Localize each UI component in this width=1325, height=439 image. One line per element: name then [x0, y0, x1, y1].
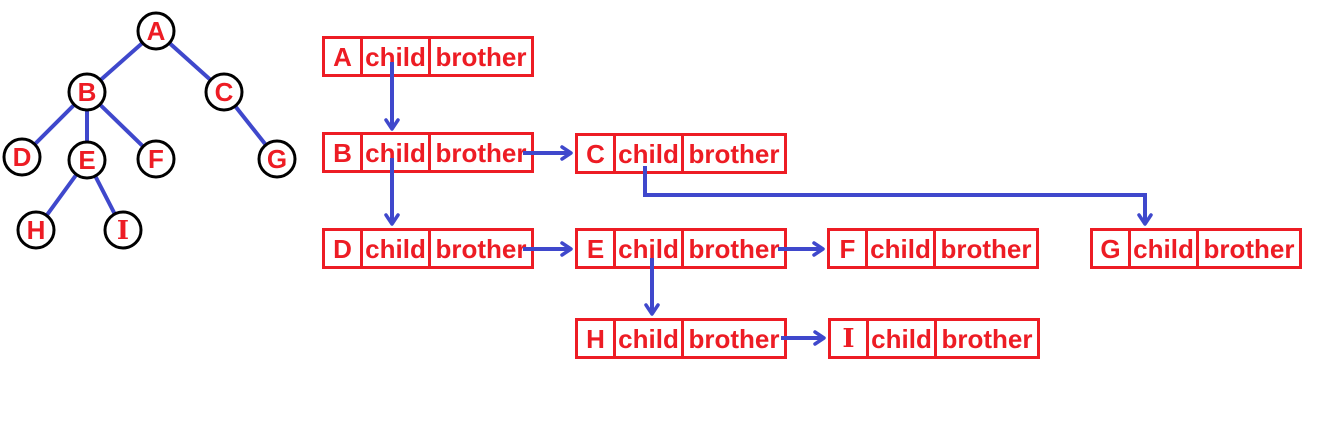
tree-node-circle: [16, 210, 56, 250]
child-pointer-cell: child: [616, 136, 684, 171]
brother-pointer-cell: brother: [435, 41, 527, 72]
tree-node-D: D: [2, 137, 42, 177]
tree-node-circle: [204, 72, 244, 112]
tree-node-circle: [103, 210, 143, 250]
tree-node-C: C: [204, 72, 244, 112]
data-cell: B: [325, 135, 363, 170]
child-pointer-cell: child: [1131, 231, 1199, 266]
tree-node-label: H: [27, 215, 46, 245]
data-cell: C: [578, 136, 616, 171]
child-pointer-cell: child: [616, 231, 684, 266]
child-pointer-cell: child: [363, 39, 431, 74]
pointer-arrow-C-child-to-G: [643, 166, 1153, 226]
brother-pointer-cell: brother: [688, 233, 780, 264]
child-pointer-cell: child: [616, 321, 684, 356]
tree-node-F: F: [136, 139, 176, 179]
child-pointer-cell: child: [363, 231, 431, 266]
tree-node-label: D: [13, 142, 32, 172]
tree-node-G: G: [257, 139, 297, 179]
tree-node-circle: [136, 139, 176, 179]
child-pointer-cell: child: [363, 135, 431, 170]
data-cell: A: [325, 39, 363, 74]
child-pointer-cell: child: [868, 231, 936, 266]
tree-node-circle: [257, 139, 297, 179]
brother-pointer-cell: brother: [940, 233, 1032, 264]
brother-pointer-cell: brother: [435, 137, 527, 168]
tree-node-I: I: [103, 210, 143, 250]
tree-node-circle: [67, 72, 107, 112]
tree-node-A: A: [136, 11, 176, 51]
data-cell: I: [831, 321, 869, 356]
data-cell: D: [325, 231, 363, 266]
data-cell: G: [1093, 231, 1131, 266]
tree-node-circle: [2, 137, 42, 177]
brother-pointer-cell: brother: [688, 323, 780, 354]
child-pointer-cell: child: [869, 321, 937, 356]
tree-node-circle: [67, 140, 107, 180]
data-cell: F: [830, 231, 868, 266]
tree-node-circle: [136, 11, 176, 51]
brother-pointer-cell: brother: [688, 138, 780, 169]
tree-node-label: F: [148, 144, 164, 174]
tree-node-B: B: [67, 72, 107, 112]
brother-pointer-cell: brother: [435, 233, 527, 264]
tree-node-label: E: [78, 145, 95, 175]
tree-node-E: E: [67, 140, 107, 180]
tree-node-label: B: [78, 77, 97, 107]
brother-pointer-cell: brother: [1203, 233, 1295, 264]
brother-pointer-cell: brother: [941, 323, 1033, 354]
tree-node-label: G: [267, 144, 287, 174]
tree-node-label: I: [117, 216, 129, 246]
data-cell: E: [578, 231, 616, 266]
tree-node-H: H: [16, 210, 56, 250]
tree-node-label: A: [147, 16, 166, 46]
tree-node-label: C: [215, 77, 234, 107]
data-cell: H: [578, 321, 616, 356]
